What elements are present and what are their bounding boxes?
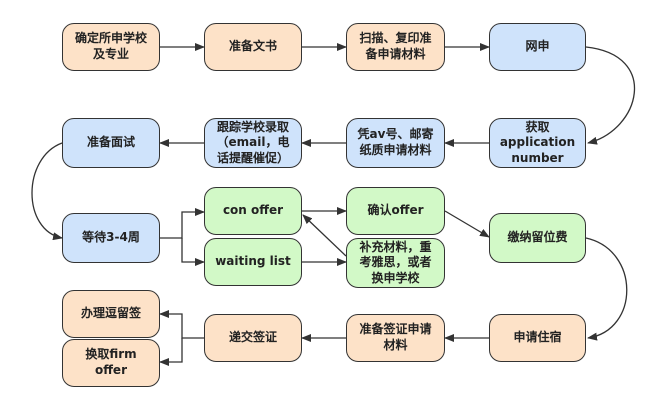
edge-n14-n15 [585, 237, 628, 341]
node-label: 跟踪学校录取 （email，电 话提醒催促） [216, 119, 290, 165]
node-n17: 递交签证 [204, 314, 302, 362]
node-label: 补充材料，重 考雅思，或者 换申学校 [359, 239, 432, 285]
node-n15: 申请住宿 [489, 314, 586, 362]
node-n3: 扫描、复印准 备申请材料 [346, 23, 445, 71]
node-label: 换取firm offer [85, 347, 137, 377]
edge-n17-n18 [159, 310, 204, 339]
edge-n4-n5 [585, 46, 636, 145]
edge-n8-n9 [31, 142, 63, 241]
node-n1: 确定所申学校 及专业 [62, 23, 160, 71]
edge-n17-n19 [159, 338, 183, 366]
edge-n9-n10 [160, 208, 205, 239]
node-n6: 凭av号、邮寄 纸质申请材料 [346, 118, 445, 168]
node-label: 网申 [525, 39, 550, 54]
node-n10: con offer [204, 187, 302, 235]
node-n18: 办理逗留签 [62, 290, 160, 338]
node-label: con offer [222, 203, 284, 218]
node-label: 获取 application number [499, 119, 576, 165]
node-label: 准备面试 [86, 135, 135, 150]
node-n12: 确认offer [346, 187, 445, 235]
node-label: 凭av号、邮寄 纸质申请材料 [357, 127, 434, 157]
node-n13: 补充材料，重 考雅思，或者 换申学校 [346, 238, 445, 288]
node-label: 准备文书 [228, 39, 277, 54]
node-label: 等待3-4周 [82, 230, 140, 245]
node-n19: 换取firm offer [62, 339, 160, 387]
node-label: 确定所申学校 及专业 [74, 31, 147, 61]
node-n11: waiting list [204, 238, 302, 286]
node-n9: 等待3-4周 [62, 213, 160, 263]
node-n14: 缴纳留位费 [489, 213, 586, 263]
node-n8: 准备面试 [62, 118, 160, 168]
edge-n12-n14 [444, 210, 490, 238]
node-n2: 准备文书 [204, 23, 302, 71]
node-label: waiting list [215, 254, 291, 269]
node-n4: 网申 [489, 23, 586, 71]
edge-n13-n10 [302, 214, 347, 257]
node-label: 扫描、复印准 备申请材料 [359, 31, 432, 61]
node-n5: 获取 application number [489, 118, 586, 168]
node-label: 确认offer [367, 203, 424, 218]
node-label: 递交签证 [228, 330, 277, 345]
node-label: 准备签证申请 材料 [359, 322, 432, 352]
node-label: 办理逗留签 [80, 306, 141, 321]
node-n16: 准备签证申请 材料 [346, 314, 445, 362]
edge-n9-n11 [181, 238, 205, 266]
node-n7: 跟踪学校录取 （email，电 话提醒催促） [204, 118, 302, 168]
node-label: 申请住宿 [513, 330, 562, 345]
node-label: 缴纳留位费 [507, 230, 568, 245]
